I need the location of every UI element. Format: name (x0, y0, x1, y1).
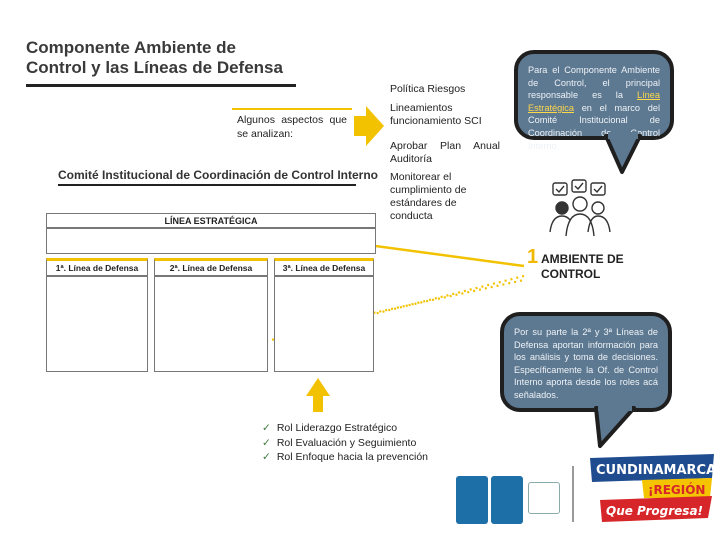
column-header-3a-linea: 3ª. Línea de Defensa (274, 258, 374, 276)
checkmark-icon: ✓ (262, 437, 271, 449)
committee-underline (58, 184, 356, 186)
brand-line-2: ¡REGIÓN (648, 482, 705, 497)
column-body-3a-linea (274, 276, 374, 372)
speech-bubble-top: Para el Componente Ambiente de Control, … (514, 50, 674, 140)
brand-line-3: Que Progresa! (606, 504, 703, 518)
column-body-1a-linea (46, 276, 148, 372)
ambiente-label: AMBIENTE DE CONTROL (541, 252, 631, 282)
column-header-2a-linea: 2ª. Línea de Defensa (154, 258, 268, 276)
topic-item: Aprobar Plan Anual Auditoría (390, 140, 500, 166)
linea-estrategica-body (46, 228, 376, 254)
icontec-iso9001-logo (456, 476, 488, 524)
speech-bubble-bottom: Por su parte la 2ª y 3ª Líneas de Defens… (500, 312, 672, 412)
role-item: ✓Rol Liderazgo Estratégico (262, 421, 428, 436)
column-header-1a-linea: 1ª. Línea de Defensa (46, 258, 148, 276)
checkmark-icon: ✓ (262, 422, 271, 434)
arrow-right-icon (354, 106, 384, 146)
topic-item: Monitorear el cumplimiento de estándares… (390, 171, 500, 223)
role-item: ✓Rol Enfoque hacia la prevención (262, 450, 428, 465)
icontec-iso14001-logo (491, 476, 523, 524)
linea-estrategica-header: LÍNEA ESTRATÉGICA (46, 213, 376, 228)
role-item: ✓Rol Evaluación y Seguimiento (262, 436, 428, 451)
team-icon (550, 180, 610, 236)
roles-list: ✓Rol Liderazgo Estratégico ✓Rol Evaluaci… (262, 421, 428, 465)
bubble-bottom-tail (590, 404, 644, 450)
topic-item: Lineamientos funcionamiento SCI (390, 102, 500, 128)
logo-divider (572, 466, 574, 522)
checkmark-icon: ✓ (262, 451, 271, 463)
bubble-top-tail (600, 132, 650, 178)
brand-line-1: CUNDINAMARCA (596, 463, 716, 478)
ambiente-number: 1 (527, 246, 538, 269)
committee-title: Comité Institucional de Coordinación de … (58, 168, 378, 182)
column-body-2a-linea (154, 276, 268, 372)
cundinamarca-brand-logo: CUNDINAMARCA ¡REGIÓN Que Progresa! (586, 452, 718, 524)
iqnet-logo (528, 482, 560, 514)
arrow-up-icon (306, 378, 330, 412)
topic-item: Política Riesgos (390, 83, 500, 96)
